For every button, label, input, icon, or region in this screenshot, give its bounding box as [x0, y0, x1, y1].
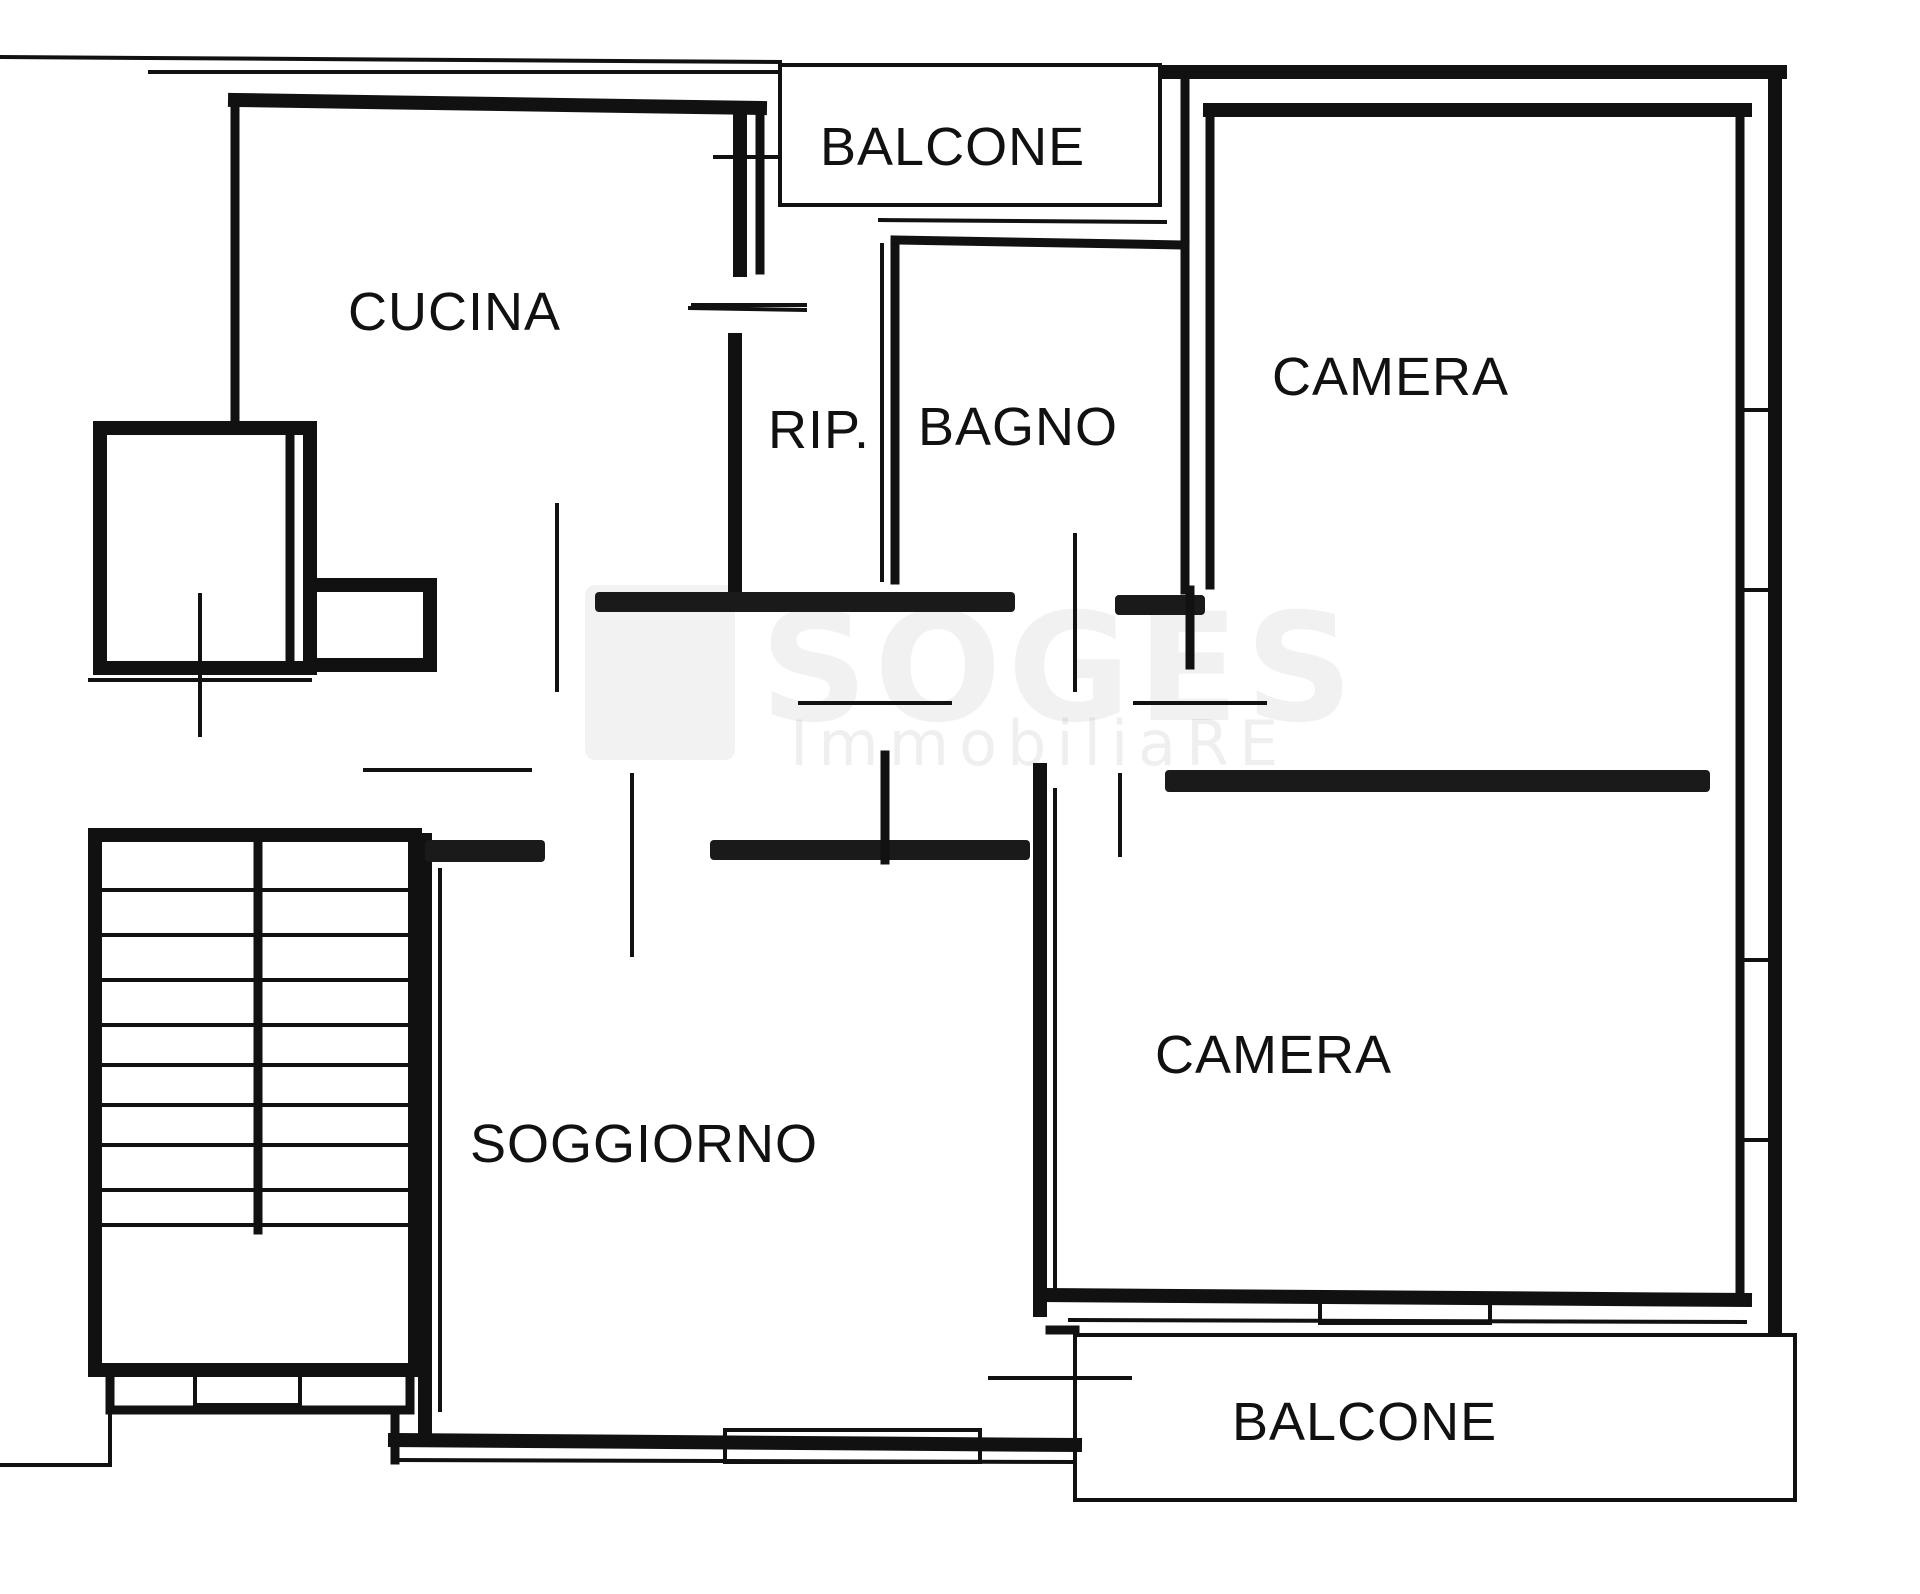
room-label-camera-top: CAMERA [1272, 347, 1509, 407]
walls [0, 54, 1797, 1502]
room-label-rip: RIP. [768, 400, 870, 460]
room-label-bagno: BAGNO [918, 397, 1118, 457]
room-labels: BALCONE CUCINA RIP. BAGNO CAMERA CAMERA … [348, 117, 1509, 1452]
room-label-cucina: CUCINA [348, 282, 561, 342]
room-label-soggiorno: SOGGIORNO [470, 1114, 818, 1174]
room-label-camera-bottom: CAMERA [1155, 1025, 1392, 1085]
watermark-logo-icon [585, 585, 735, 760]
watermark: SOGES ImmobiliaRE [585, 582, 1353, 780]
room-label-balcone-bottom: BALCONE [1232, 1392, 1497, 1452]
room-label-balcone-top: BALCONE [820, 117, 1085, 177]
